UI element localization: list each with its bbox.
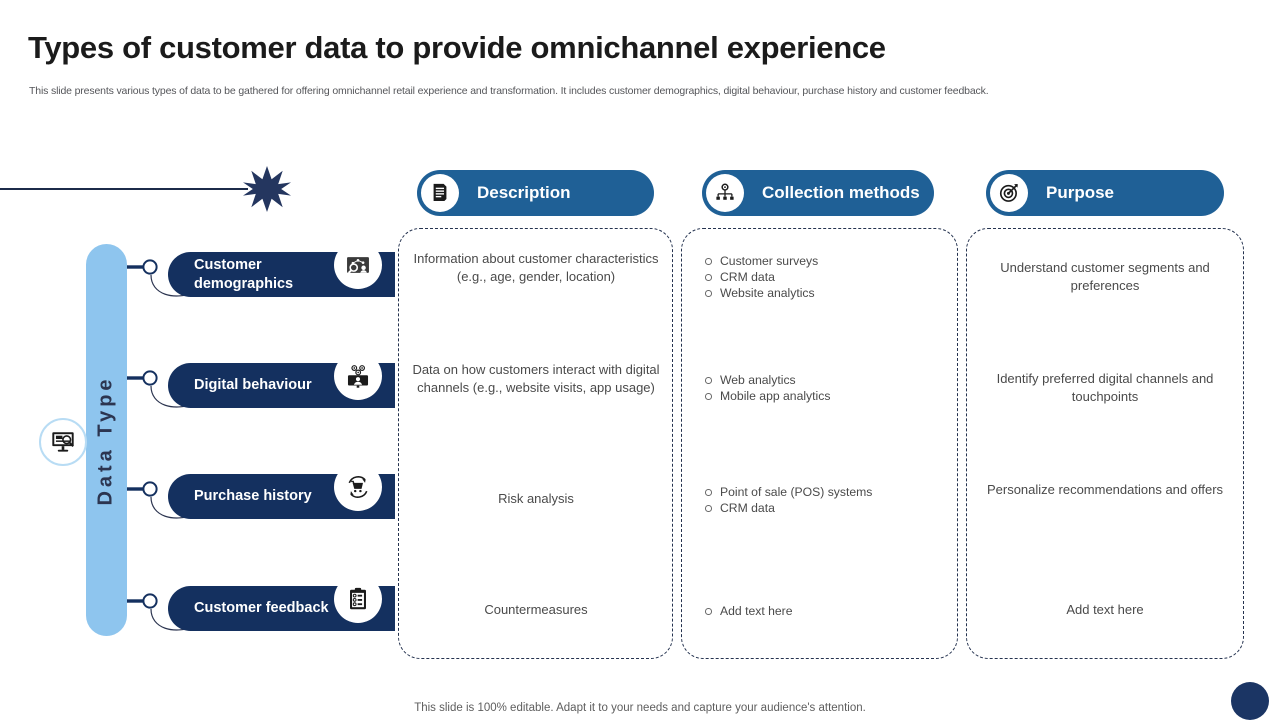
shopping-cart-cycle-icon: [335, 464, 381, 510]
column-panel-purpose: [966, 228, 1244, 659]
data-type-row[interactable]: Customer feedback: [127, 576, 407, 666]
column-header-collection[interactable]: Collection methods: [702, 170, 934, 216]
audience-analysis-icon: [335, 242, 381, 288]
cell-purpose: Add text here: [1066, 602, 1144, 617]
list-item: Website analytics: [705, 285, 946, 301]
document-list-icon: [421, 174, 459, 212]
list-item: Web analytics: [705, 372, 946, 388]
cell-description: Data on how customers interact with digi…: [412, 362, 660, 395]
row-label: Customer feedback: [194, 600, 329, 617]
page-subtitle: This slide presents various types of dat…: [29, 85, 989, 97]
column-header-purpose[interactable]: Purpose: [986, 170, 1224, 216]
column-header-label: Collection methods: [762, 183, 920, 202]
cell-purpose: Personalize recommendations and offers: [986, 482, 1224, 497]
digital-users-monitor-icon: [335, 353, 381, 399]
data-type-bar: [86, 244, 127, 636]
data-type-label-wrap: Data Type: [86, 244, 127, 636]
list-item: CRM data: [705, 269, 946, 285]
column-header-label: Description: [477, 183, 571, 202]
list-item: Point of sale (POS) systems: [705, 484, 946, 500]
list-item: Add text here: [705, 603, 946, 619]
list-item: Customer surveys: [705, 253, 946, 269]
list-item: CRM data: [705, 500, 946, 516]
starburst-icon: [243, 165, 291, 213]
list-item: Mobile app analytics: [705, 388, 946, 404]
row-label: Customer demographics: [194, 256, 294, 292]
column-panel-collection: [681, 228, 958, 659]
column-header-description[interactable]: Description: [417, 170, 654, 216]
decorative-rule: [0, 188, 248, 190]
data-type-row[interactable]: Digital behaviour: [127, 353, 407, 443]
target-arrow-icon: [990, 174, 1028, 212]
cell-purpose: Identify preferred digital channels and …: [996, 371, 1214, 404]
cell-purpose: Understand customer segments and prefere…: [1000, 260, 1210, 293]
gear-network-icon: [706, 174, 744, 212]
data-type-label: Data Type: [95, 374, 118, 506]
cell-collection-methods: Add text here: [700, 603, 946, 619]
corner-decoration-dot: [1231, 682, 1269, 720]
column-header-label: Purpose: [1046, 183, 1115, 202]
row-label: Purchase history: [194, 488, 312, 505]
cell-description: Risk analysis: [498, 491, 574, 506]
collection-method-list: Add text here: [700, 603, 946, 619]
footer-note: This slide is 100% editable. Adapt it to…: [414, 702, 866, 714]
column-panel-description: [398, 228, 673, 659]
clipboard-survey-icon: [335, 576, 381, 622]
data-type-row[interactable]: Purchase history: [127, 464, 407, 554]
cell-description: Information about customer characteristi…: [413, 251, 659, 284]
row-label: Digital behaviour: [194, 377, 312, 394]
data-type-row[interactable]: Customer demographics: [127, 242, 407, 332]
cell-description: Countermeasures: [484, 602, 588, 617]
page-title: Types of customer data to provide omnich…: [28, 30, 886, 65]
monitor-search-icon: [39, 418, 87, 466]
